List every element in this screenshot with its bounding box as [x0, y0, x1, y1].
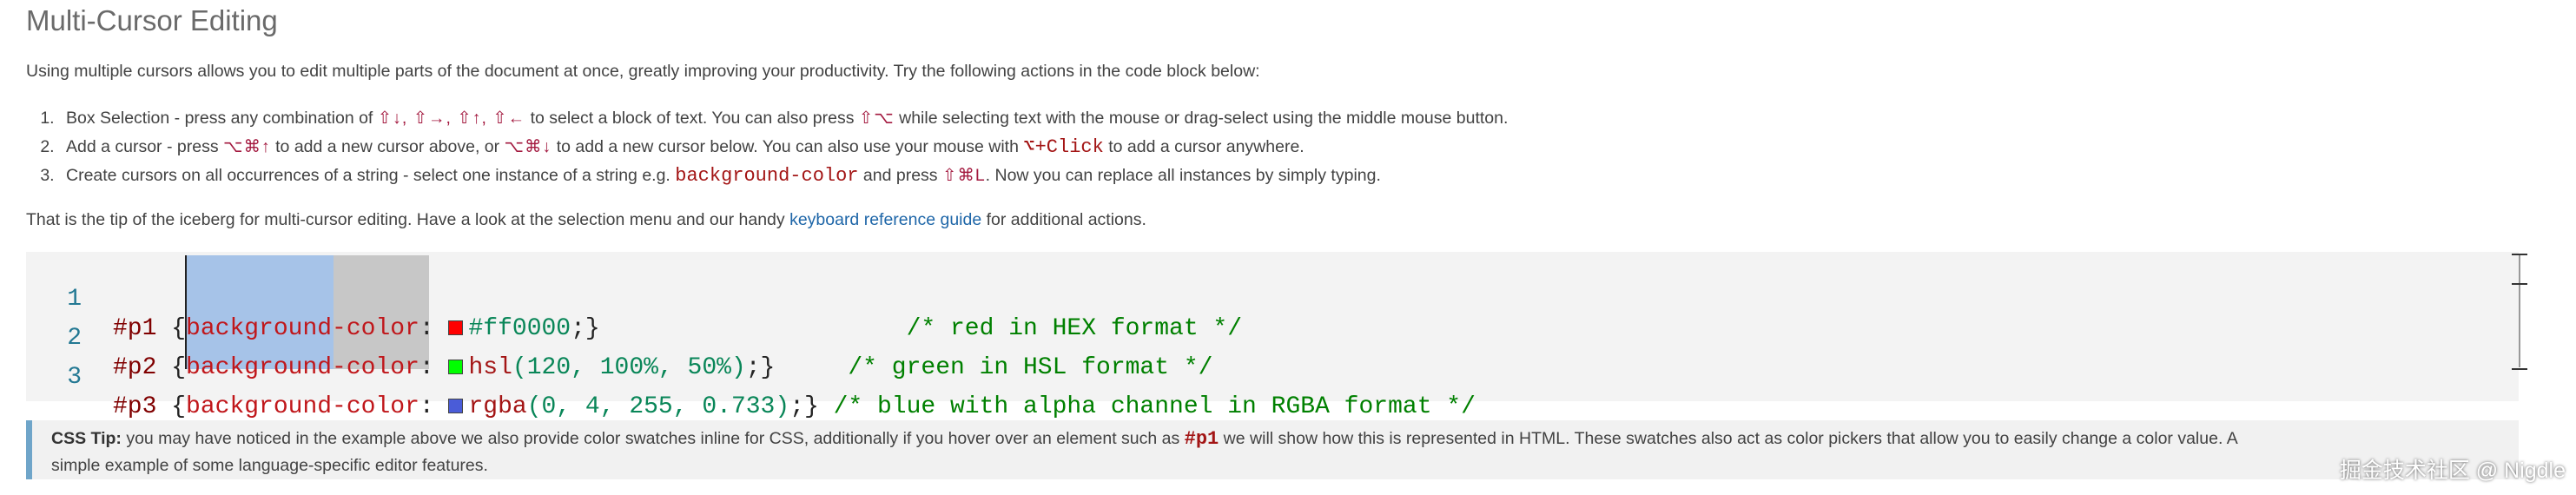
color-swatch[interactable]	[448, 360, 464, 374]
step-text: while selecting text with the mouse or d…	[894, 109, 1509, 128]
css-value: (120, 100%, 50%)	[512, 354, 746, 381]
step-text: and press	[858, 166, 942, 185]
code-space	[600, 315, 907, 342]
keybinding: ⌥⌘↑	[222, 137, 271, 156]
step-text: to add a new cursor below. You can also …	[552, 137, 1024, 156]
code-punct: ;}	[789, 393, 819, 420]
step-text: . Now you can replace all instances by s…	[985, 166, 1381, 185]
css-property: background-color	[186, 354, 419, 381]
keybinding: ⇧⌥	[858, 109, 895, 128]
inline-code: background-color	[675, 165, 859, 187]
code-punct: :	[419, 354, 449, 381]
code-editor[interactable]: 1 #p1 {background-color: #ff0000;} /* re…	[26, 252, 2519, 420]
watermark: 掘金技术社区 @ Nigdle	[2339, 459, 2566, 483]
tip-text: simple example of some language-specific…	[51, 456, 488, 475]
code-punct: {	[156, 393, 187, 420]
code-punct: :	[419, 393, 449, 420]
inline-code: #p1	[1184, 428, 1219, 450]
code-punct: {	[156, 354, 187, 381]
step-text: Add a cursor - press	[66, 137, 223, 156]
css-function: hsl	[468, 354, 512, 381]
code-space	[775, 354, 848, 381]
css-value: (0, 4, 255, 0.733)	[526, 393, 790, 420]
line-number: 3	[67, 364, 82, 391]
multi-cursor	[185, 255, 187, 369]
code-space	[819, 393, 834, 420]
tip-label: CSS Tip:	[51, 429, 122, 448]
outro-text: for additional actions.	[981, 210, 1146, 229]
keybinding: ⇧↓, ⇧→, ⇧↑, ⇧←	[377, 109, 526, 128]
scrollbar-thumb[interactable]	[2512, 283, 2527, 285]
scrollbar-marker	[2512, 254, 2527, 255]
step-text: to select a block of text. You can also …	[525, 109, 859, 128]
code-comment: /* green in HSL format */	[848, 354, 1213, 381]
intro-paragraph: Using multiple cursors allows you to edi…	[26, 62, 1260, 81]
step-item-box-selection: Box Selection - press any combination of…	[59, 104, 2519, 133]
code-punct: ;}	[745, 354, 776, 381]
css-property: background-color	[186, 393, 419, 420]
css-tip-callout: CSS Tip: you may have noticed in the exa…	[26, 420, 2519, 479]
line-number: 2	[67, 325, 82, 352]
css-selector: #p2	[113, 354, 157, 381]
keyboard-reference-link[interactable]: keyboard reference guide	[789, 210, 982, 229]
css-function: rgba	[468, 393, 527, 420]
keybinding-click: ⌥+Click	[1023, 136, 1104, 158]
css-property: background-color	[186, 315, 419, 342]
code-line[interactable]: 3 #p3 {background-color: rgba(0, 4, 255,…	[26, 333, 1476, 420]
code-comment: /* red in HEX format */	[906, 315, 1243, 342]
step-text: to add a new cursor above, or	[270, 137, 505, 156]
keybinding: ⌥⌘↓	[504, 137, 552, 156]
css-selector: #p1	[113, 315, 157, 342]
step-text: Box Selection - press any combination of	[66, 109, 378, 128]
code-punct: :	[419, 315, 449, 342]
page: Multi-Cursor Editing Using multiple curs…	[26, 0, 2527, 479]
line-number: 1	[67, 286, 82, 313]
selection-highlight	[186, 255, 334, 369]
code-punct: ;}	[571, 315, 600, 342]
step-text: Create cursors on all occurrences of a s…	[66, 166, 676, 185]
code-line[interactable]: 1 #p1 {background-color: #ff0000;} /* re…	[26, 255, 1242, 342]
step-item-all-occurrences: Create cursors on all occurrences of a s…	[59, 162, 2519, 190]
code-comment: /* blue with alpha channel in RGBA forma…	[833, 393, 1476, 420]
css-value: #ff0000	[468, 315, 571, 342]
steps-list: Box Selection - press any combination of…	[26, 104, 2519, 190]
editor-scrollbar[interactable]	[2519, 254, 2520, 367]
page-title: Multi-Cursor Editing	[26, 4, 278, 36]
scrollbar-marker	[2512, 368, 2527, 370]
color-swatch[interactable]	[448, 399, 464, 413]
outro-text: That is the tip of the iceberg for multi…	[26, 210, 790, 229]
tip-text: we will show how this is represented in …	[1219, 429, 2238, 448]
code-punct: {	[156, 315, 187, 342]
css-selector: #p3	[113, 393, 157, 420]
keybinding: ⇧⌘L	[941, 166, 986, 185]
code-line[interactable]: 2 #p2 {background-color: hsl(120, 100%, …	[26, 294, 1212, 381]
outro-paragraph: That is the tip of the iceberg for multi…	[26, 208, 2519, 232]
step-text: to add a cursor anywhere.	[1103, 137, 1305, 156]
step-item-add-cursor: Add a cursor - press ⌥⌘↑ to add a new cu…	[59, 133, 2519, 162]
color-swatch[interactable]	[448, 320, 464, 335]
tip-text: you may have noticed in the example abov…	[121, 429, 1185, 448]
